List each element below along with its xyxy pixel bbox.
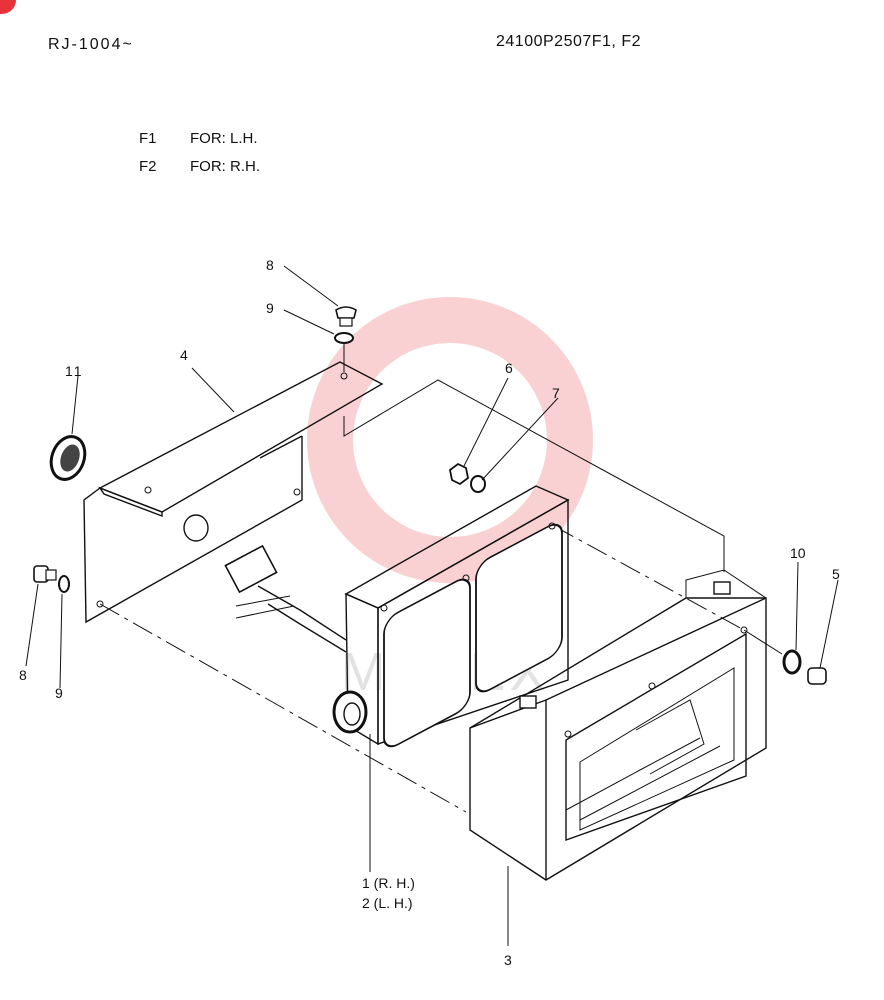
part-1-2-lamp: [224, 485, 570, 748]
part-9-washer-top: [334, 332, 354, 344]
callout-3: 3: [504, 952, 512, 968]
callout-9-left: 9: [55, 685, 63, 701]
callout-7: 7: [552, 385, 560, 401]
callout-8-top: 8: [266, 257, 274, 273]
callout-5: 5: [832, 566, 840, 582]
leader-lines: [25, 265, 839, 946]
callout-9-top: 9: [266, 300, 274, 316]
callout-4: 4: [180, 347, 188, 363]
part-8-screw-left: [33, 565, 57, 583]
callout-1-rh: 1 (R. H.): [362, 875, 415, 891]
part-9-washer-left: [58, 575, 70, 593]
legend-code-f2: F2: [139, 158, 157, 175]
part-11-grommet: [49, 435, 87, 481]
legend-text-f1: FOR: L.H.: [190, 130, 258, 147]
model-range: RJ-1004~: [48, 36, 134, 53]
part-code: 24100P2507F1, F2: [496, 33, 641, 50]
part-6-nut: [449, 462, 469, 486]
part-4-bracket: [83, 361, 384, 624]
legend-text-f2: FOR: R.H.: [190, 158, 260, 175]
part-5-screw: [807, 667, 827, 685]
part-7-washer: [470, 475, 486, 493]
callout-2-lh: 2 (L. H.): [362, 895, 413, 911]
part-8-screw-top: [335, 306, 357, 327]
lamp-connector: [224, 544, 347, 653]
part-10-washer: [782, 649, 802, 675]
lamp-grommet: [332, 690, 368, 734]
assembly-lines: [99, 379, 783, 813]
watermark-gear-ring: [307, 297, 593, 583]
part-3-housing: [469, 569, 767, 881]
legend-code-f1: F1: [139, 130, 157, 147]
callout-11: 11: [65, 363, 84, 379]
callout-6: 6: [505, 360, 513, 376]
callout-10: 10: [790, 545, 806, 561]
callout-8-left: 8: [19, 667, 27, 683]
